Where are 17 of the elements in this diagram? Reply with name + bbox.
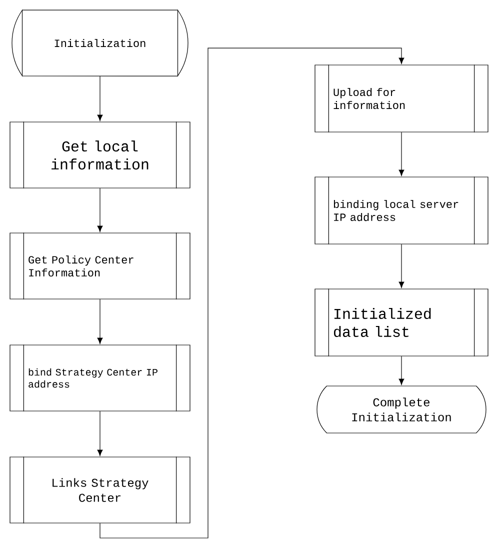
process-box: Upload for information — [314, 64, 488, 133]
process-box: Get Policy Center Information — [10, 232, 190, 300]
arrow — [398, 244, 404, 288]
process-box: bind Strategy Center IP address — [10, 344, 190, 412]
arrow — [97, 299, 103, 344]
process-box: binding local server IP address — [314, 176, 488, 245]
arrow — [97, 188, 103, 232]
process-box: Links Strategy Center — [10, 456, 190, 524]
arrow — [100, 48, 404, 538]
arrow — [97, 76, 103, 121]
arrow — [398, 356, 404, 385]
terminal-box: Initialization — [12, 9, 188, 77]
arrow — [398, 132, 404, 176]
process-box: Initialized data list — [314, 288, 488, 357]
process-box: Get local information — [10, 121, 190, 189]
arrow — [97, 411, 103, 456]
terminal-box: Complete Initialization — [316, 386, 486, 434]
